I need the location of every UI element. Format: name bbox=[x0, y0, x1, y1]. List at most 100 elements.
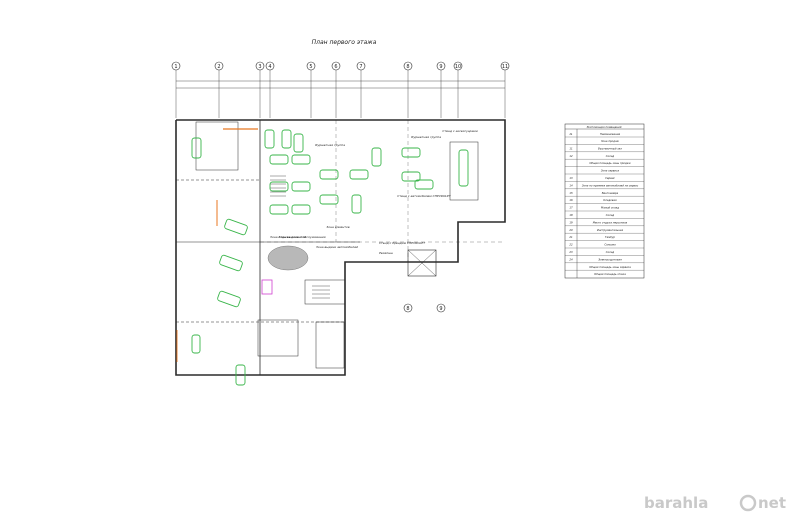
building-walls bbox=[175, 119, 506, 376]
lounge-area bbox=[267, 245, 309, 271]
svg-text:5: 5 bbox=[309, 64, 312, 70]
legend-row-name: Склад bbox=[606, 154, 615, 158]
legend-row-name: Склад bbox=[606, 213, 615, 217]
svg-text:11: 11 bbox=[502, 64, 508, 70]
svg-text:8: 8 bbox=[406, 306, 409, 312]
legend-col-num: № bbox=[569, 133, 573, 136]
car-icon bbox=[291, 204, 311, 215]
legend-row-num: 13 bbox=[569, 176, 573, 180]
legend-row-name: Зона по приемке автомобилей на сервис bbox=[582, 183, 639, 187]
car-icon bbox=[269, 204, 289, 215]
drawing-title: План первого этажа bbox=[312, 39, 377, 46]
legend-row-name: Общая площадь зоны продаж bbox=[589, 161, 631, 165]
car-icon bbox=[291, 181, 311, 192]
legend-header: Экспликация помещений bbox=[586, 125, 622, 129]
car-icon bbox=[319, 169, 339, 180]
legend-row-num: 19 bbox=[569, 220, 573, 224]
legend-row-num: 15 bbox=[569, 191, 573, 195]
legend-row-name: Венткамера bbox=[602, 191, 619, 195]
watermark-text: barahla bbox=[644, 494, 708, 512]
legend-row-num: 12 bbox=[569, 154, 573, 158]
car-icon bbox=[191, 334, 201, 354]
car-icon bbox=[281, 129, 292, 149]
watermark: barahla net bbox=[644, 494, 786, 512]
legend-row-num: 18 bbox=[569, 213, 573, 217]
axis-marker-7: 7 bbox=[356, 61, 366, 71]
axis-marker-2: 2 bbox=[214, 61, 224, 71]
bottom-axis-marker-8: 8 bbox=[403, 303, 413, 313]
car-icon bbox=[217, 290, 241, 308]
car-icon bbox=[291, 154, 311, 165]
label-reception: Ресепшн bbox=[379, 251, 393, 255]
legend-row-num: 23 bbox=[569, 250, 573, 254]
legend-row-name: Кладовая bbox=[603, 198, 617, 202]
car-icon bbox=[224, 218, 248, 236]
legend-row-name: Общая площадь зоны сервиса bbox=[589, 265, 631, 269]
axis-marker-9: 9 bbox=[436, 61, 446, 71]
label-showroom-b: Фуршетная группа bbox=[411, 135, 441, 139]
legend-row-num: 20 bbox=[569, 228, 573, 232]
car-icon bbox=[264, 129, 275, 149]
axis-marker-10: 10 bbox=[453, 61, 463, 71]
svg-text:1: 1 bbox=[174, 64, 177, 70]
legend-row-name: Зона продаж bbox=[601, 139, 620, 143]
car-icon bbox=[319, 194, 339, 205]
top-axis-markers: 1 2 3 4 5 6 7 8 9 10 11 bbox=[171, 61, 510, 71]
legend-row-name: Сервис bbox=[605, 176, 615, 180]
svg-text:8: 8 bbox=[406, 64, 409, 70]
car-icon bbox=[235, 364, 246, 386]
legend-row-num: 24 bbox=[569, 257, 573, 261]
label-chevrolet-zone: Стенд с автомобилем CHEVROLET bbox=[397, 194, 452, 198]
svg-text:2: 2 bbox=[217, 64, 220, 70]
label-client-zone: Зона клиентов bbox=[326, 225, 350, 229]
staircase bbox=[270, 175, 330, 299]
legend-col-name: Наименование bbox=[600, 132, 621, 136]
label-issue-zone: Зона выдачи и обслуживания bbox=[278, 235, 325, 239]
legend-row-name: Склад bbox=[606, 250, 615, 254]
axis-marker-8: 8 bbox=[403, 61, 413, 71]
axis-marker-5: 5 bbox=[306, 61, 316, 71]
car-symbols bbox=[191, 129, 469, 386]
room-labels: Фуршетная группа Фуршетная группа Стенд … bbox=[270, 129, 478, 255]
car-icon bbox=[401, 147, 421, 158]
legend-row-num: 21 bbox=[569, 235, 573, 239]
legend-row-num: 22 bbox=[569, 243, 573, 247]
label-accessory-stand: Стенд с аксессуарами bbox=[442, 129, 477, 133]
axis-marker-6: 6 bbox=[331, 61, 341, 71]
top-dimension-chain bbox=[175, 70, 506, 118]
svg-text:7: 7 bbox=[359, 64, 362, 70]
axis-marker-4: 4 bbox=[265, 61, 275, 71]
car-icon bbox=[269, 154, 289, 165]
car-icon bbox=[414, 179, 434, 190]
legend-row-name: Инструментальная bbox=[597, 228, 624, 232]
label-chevrolet-sign: Стенд с брендом CHEVROLET bbox=[379, 241, 426, 245]
legend-row-name: Тамбур bbox=[605, 235, 615, 239]
car-icon bbox=[371, 147, 382, 167]
car-icon bbox=[401, 171, 421, 182]
svg-text:10: 10 bbox=[455, 64, 461, 70]
legend-row-num: 11 bbox=[569, 146, 573, 150]
car-icon bbox=[351, 194, 362, 214]
label-service-zone: Зона выдачи автомобилей bbox=[316, 245, 358, 249]
legend-row-name: Малый склад bbox=[601, 206, 619, 210]
bottom-axis-markers: 8 9 bbox=[403, 303, 446, 313]
watermark-logo-icon bbox=[739, 494, 757, 512]
svg-text:4: 4 bbox=[268, 64, 271, 70]
car-icon bbox=[458, 149, 469, 187]
car-icon bbox=[269, 181, 289, 192]
svg-text:9: 9 bbox=[439, 306, 442, 312]
car-icon bbox=[293, 133, 304, 153]
car-icon bbox=[349, 169, 369, 180]
car-icon bbox=[191, 137, 202, 159]
room-legend-table: Экспликация помещений № Наименование Зон… bbox=[564, 123, 645, 279]
label-lounge: Зона отдыха клиентов bbox=[270, 235, 306, 239]
watermark-suffix: net bbox=[758, 494, 786, 512]
legend-row-name: Место отдыха персонала bbox=[593, 220, 628, 224]
legend-row-num: 14 bbox=[569, 183, 573, 187]
legend-row-num: 16 bbox=[569, 198, 573, 202]
svg-text:3: 3 bbox=[258, 64, 261, 70]
axis-marker-3: 3 bbox=[255, 61, 265, 71]
axis-marker-1: 1 bbox=[171, 61, 181, 71]
